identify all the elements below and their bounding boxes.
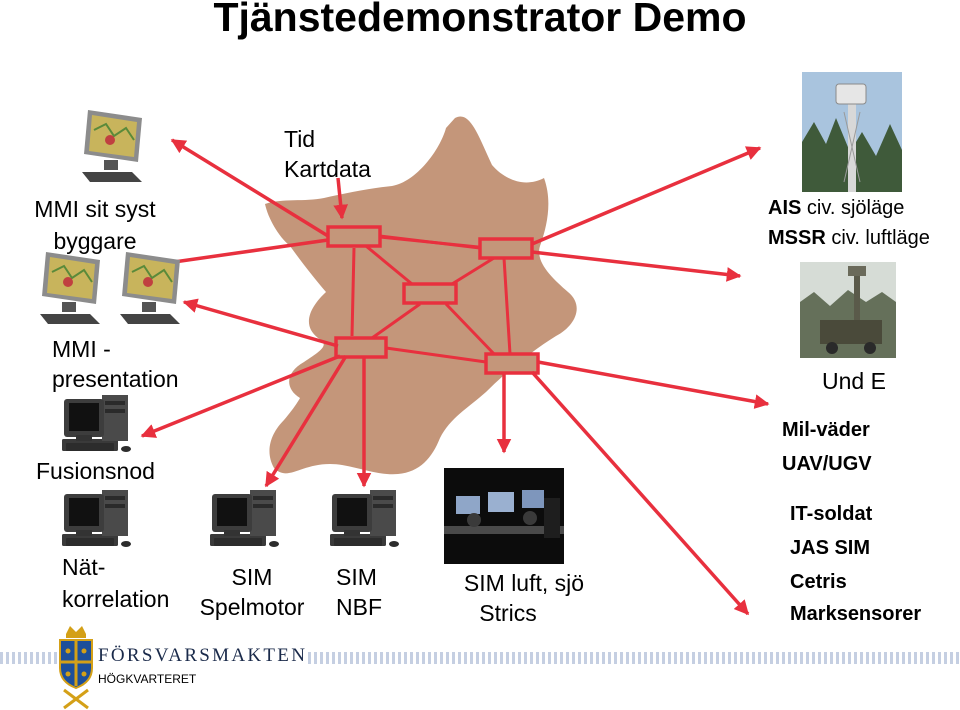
touch-computer-icon [119,251,181,325]
label-sim-nbf-line1: SIM [336,564,377,590]
node-box [402,282,458,305]
arrow-mmi-sit [170,138,329,238]
desktop-computer-icon [62,490,131,547]
footer-stripe-left [0,652,60,664]
label-it-soldat: IT-soldat [790,503,873,525]
label-sim-spel-line2: Spelmotor [199,594,305,620]
label-marksensorer: Marksensorer [790,603,922,625]
label-fusionsnod: Fusionsnod [36,458,155,484]
label-uav-ugv: UAV/UGV [782,453,872,475]
desktop-computer-icon [210,490,279,547]
brand-subtitle: HÖGKVARTERET [98,672,197,686]
node-box [334,336,388,359]
label-ais-rest: civ. sjöläge [801,197,905,219]
arrow-time [333,177,348,220]
page-title: Tjänstedemonstrator Demo [213,0,747,40]
arrow-mmi-pres [182,298,339,348]
brand-name: FÖRSVARSMAKTEN [98,645,308,666]
arrow-fusion [140,354,341,438]
radar-tower-photo [802,72,902,192]
label-und-e: Und E [822,368,886,394]
arrow-und-e [537,360,770,409]
label-nat-line1: Nät- [62,554,106,580]
crown-shield-emblem-icon [59,626,93,710]
label-sim-nbf-line2: NBF [336,594,382,620]
arrow-mssr [531,250,742,282]
label-kartdata: Kartdata [284,156,371,182]
label-sim-luft-line2: Strics [479,600,537,626]
label-ais-bold: AIS [768,197,802,219]
label-mil-vader: Mil-väder [782,419,870,441]
arrow-spelmotor [264,355,348,488]
arrow-sensors [530,370,750,616]
label-mmi-pres-line1: MMI - [52,336,111,362]
label-mmi-sit-line2: byggare [53,228,137,254]
footer-stripe-right [308,652,960,664]
label-sim-luft-line1: SIM luft, sjö [463,570,585,596]
label-nat-line2: korrelation [62,586,170,612]
touch-computer-icon [81,109,143,183]
label-ais: AIS civ. sjöläge [768,192,904,224]
label-mssr-bold: MSSR [768,227,826,249]
control-room-photo [444,468,564,564]
touch-computer-icon [39,251,101,325]
label-sim-spel-line1: SIM [231,564,273,590]
label-mmi-sit-line1: MMI sit syst [34,196,156,222]
arrow-ais [531,146,762,246]
node-box [326,225,382,248]
label-mssr: MSSR civ. luftläge [768,222,930,254]
label-mmi-pres-line2: presentation [52,366,179,392]
desktop-computer-icon [330,490,399,547]
mobile-sensor-vehicle-photo [800,262,896,358]
label-cetris: Cetris [790,571,847,593]
node-box [478,237,534,260]
node-box [484,352,540,375]
desktop-computer-icon [62,395,131,452]
label-jas-sim: JAS SIM [790,537,871,559]
label-tid: Tid [284,126,316,152]
label-mssr-rest: civ. luftläge [825,227,930,249]
